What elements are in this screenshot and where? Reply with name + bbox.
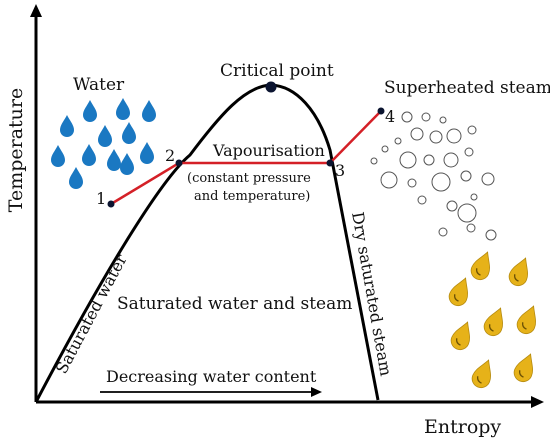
steam-bubble-icon xyxy=(399,151,417,169)
steam-drop-icon xyxy=(447,318,477,353)
steam-bubble-icon xyxy=(407,178,417,188)
steam-bubble-icon xyxy=(460,170,472,182)
steam-bubble-icon xyxy=(438,227,448,237)
water-drop-icon xyxy=(83,100,97,122)
water-drop-icon xyxy=(116,98,130,120)
steam-bubble-icon xyxy=(446,128,462,144)
water-drop-icon xyxy=(60,115,74,137)
steam-bubble-icon xyxy=(421,112,431,122)
water-drop-icon xyxy=(98,125,112,147)
steam-bubble-icon xyxy=(429,130,443,144)
steam-drop-icon xyxy=(513,302,543,337)
saturated-mix-label: Saturated water and steam xyxy=(117,294,352,314)
y-axis-label: Temperature xyxy=(5,88,27,212)
dry-saturated-steam-label: Dry saturated steam xyxy=(348,210,396,377)
water-drop-icon xyxy=(107,149,121,171)
steam-bubble-icon xyxy=(481,172,495,186)
decreasing-water-arrowhead xyxy=(311,387,322,397)
critical-point-label: Critical point xyxy=(220,61,334,81)
steam-drop-icon xyxy=(468,356,498,391)
steam-drop-icon xyxy=(510,350,540,385)
steam-drop-icon xyxy=(505,254,535,289)
steam-bubble-icon xyxy=(380,171,398,189)
water-drop-icon xyxy=(51,145,65,167)
point-2-label: 2 xyxy=(165,146,175,165)
water-drop-icon xyxy=(69,167,83,189)
point-1-label: 1 xyxy=(96,189,106,208)
steam-drops xyxy=(445,248,543,391)
steam-bubble-icon xyxy=(466,223,476,233)
water-drop-icon xyxy=(142,100,156,122)
water-drop-icon xyxy=(122,122,136,144)
point-2-marker xyxy=(175,159,183,167)
steam-bubble-icon xyxy=(401,111,413,123)
x-axis-label: Entropy xyxy=(424,416,501,438)
water-drop-icon xyxy=(120,153,134,175)
water-drop-icon xyxy=(140,142,154,164)
steam-bubble-icon xyxy=(381,145,389,153)
critical-point-marker xyxy=(265,81,277,93)
water-label: Water xyxy=(73,75,125,95)
steam-bubble-icon xyxy=(467,125,477,135)
saturation-dome-curve xyxy=(34,83,380,403)
steam-bubble-icon xyxy=(443,152,459,168)
point-4-marker xyxy=(377,107,385,115)
steam-bubble-icon xyxy=(370,157,378,165)
steam-drop-icon xyxy=(467,248,497,283)
point-1-marker xyxy=(107,200,115,208)
constant-pressure-label: (constant pressure xyxy=(187,171,311,186)
y-axis-arrow xyxy=(30,4,42,17)
superheated-steam-label: Superheated steam xyxy=(384,78,550,98)
and-temperature-label: and temperature) xyxy=(194,189,310,204)
steam-bubble-icon xyxy=(394,137,402,145)
steam-drop-icon xyxy=(480,304,510,339)
steam-bubble-icon xyxy=(410,127,424,141)
steam-bubble-icon xyxy=(470,193,478,201)
point-3-label: 3 xyxy=(335,161,345,180)
steam-bubble-icon xyxy=(446,200,458,212)
point-3-marker xyxy=(326,159,334,167)
steam-bubble-icon xyxy=(417,195,427,205)
steam-bubble-icon xyxy=(485,229,497,241)
water-drops xyxy=(51,98,156,189)
steam-bubble-icon xyxy=(431,172,451,192)
x-axis-arrow xyxy=(531,396,544,408)
steam-bubbles xyxy=(370,111,497,241)
decreasing-water-label: Decreasing water content xyxy=(106,367,317,386)
steam-bubble-icon xyxy=(457,203,477,223)
point-4-label: 4 xyxy=(385,107,395,126)
steam-bubble-icon xyxy=(464,147,474,157)
steam-bubble-icon xyxy=(423,154,435,166)
axes xyxy=(30,4,544,408)
steam-bubble-icon xyxy=(439,116,447,124)
process-line xyxy=(110,110,382,206)
steam-drop-icon xyxy=(445,274,475,309)
vapourisation-label: Vapourisation xyxy=(212,141,325,160)
water-drop-icon xyxy=(82,144,96,166)
